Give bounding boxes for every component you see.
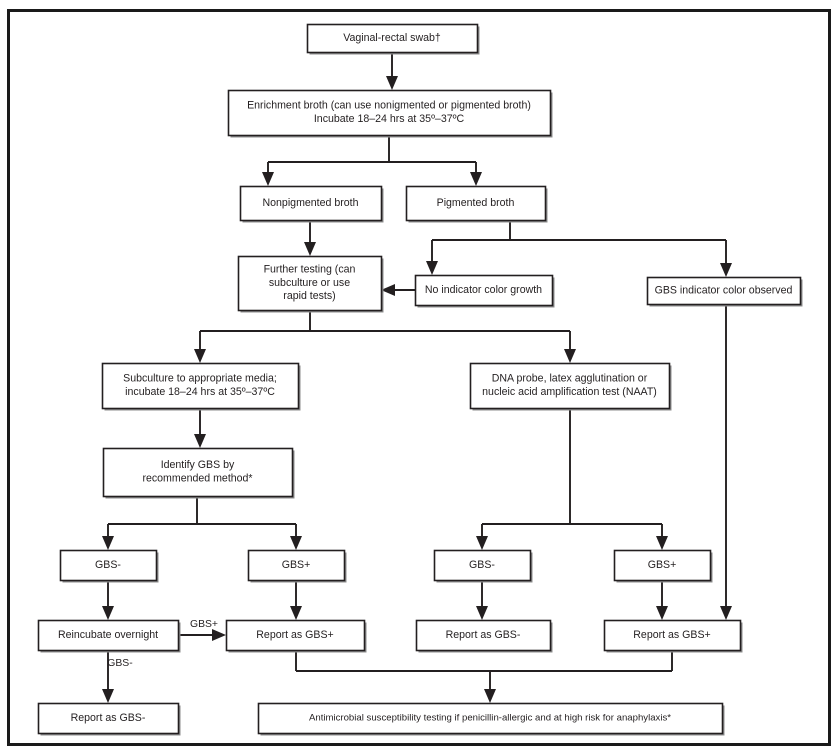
node-label: GBS indicator color observed [655,284,793,296]
node-label: Antimicrobial susceptibility testing if … [309,713,671,724]
node-box [37,619,180,652]
edge-gbspos1-to-reportpos1 [290,580,302,620]
node-label: Reincubate overnight [58,629,158,641]
node-label: subculture or use [269,277,350,289]
node-box [225,619,366,652]
edges-layer [102,52,732,703]
edge-identify-split [102,496,302,550]
node-nonpig: Nonpigmented broth [239,185,384,223]
node-box [405,185,547,222]
node-swab: Vaginal-rectal swab† [306,23,480,55]
node-subculture: Subculture to appropriate media;incubate… [101,362,301,411]
edge-gbsindicator-to-reportpos2 [720,304,732,620]
node-box [613,549,712,582]
node-box [646,276,802,306]
node-label: Report as GBS+ [633,629,710,641]
node-label: GBS+ [282,559,311,571]
edge-gbspos2-to-reportpos2 [656,580,668,620]
node-label: No indicator color growth [425,284,542,296]
node-pig: Pigmented broth [405,185,548,223]
edge-swab-to-enrichment [386,52,398,90]
node-label: Report as GBS+ [256,629,333,641]
node-label: GBS- [469,559,495,571]
node-label: Identify GBS by [161,459,235,471]
node-label: Nonpigmented broth [263,197,359,209]
node-label: incubate 18–24 hrs at 35º–37ºC [125,386,275,398]
node-label: Further testing (can [264,264,356,276]
node-box [306,23,479,54]
node-dnaprobe: DNA probe, latex agglutination ornucleic… [469,362,672,411]
node-box [247,549,346,582]
node-noindicator: No indicator color growth [414,274,555,308]
node-label: Enrichment broth (can use nonigmented or… [247,100,531,112]
edge-dnaprobe-split [476,408,668,550]
node-box [603,619,742,652]
node-antimicrobial: Antimicrobial susceptibility testing if … [257,702,725,736]
edge-reincubate-to-reportneg1 [102,650,114,703]
figure-border [7,9,831,746]
node-box [257,702,724,735]
node-gbsindicator: GBS indicator color observed [646,276,803,307]
node-label: GBS+ [648,559,677,571]
edge-reincubate-to-reportpos1 [178,629,226,641]
edge-gbsneg1-to-reincubate [102,580,114,620]
node-label: Report as GBS- [71,712,146,724]
node-box [414,274,554,307]
node-label: nucleic acid amplification test (NAAT) [482,386,657,398]
node-reportneg2: Report as GBS- [415,619,553,653]
node-label: DNA probe, latex agglutination or [492,373,648,385]
edge-pigmented-split [426,220,732,277]
node-box [237,255,383,312]
node-reportpos1: Report as GBS+ [225,619,367,653]
node-label: Vaginal-rectal swab† [343,32,441,44]
node-label: Report as GBS- [446,629,521,641]
edge-labels-layer: GBS+ GBS- [107,619,218,669]
node-label: recommended method* [142,472,252,484]
node-gbsneg1: GBS- [59,549,159,583]
node-reincubate: Reincubate overnight [37,619,181,653]
edge-label-reincubate-positive: GBS+ [190,619,218,630]
node-label: Incubate 18–24 hrs at 35º–37ºC [314,113,465,125]
node-label: rapid tests) [283,290,335,302]
node-box [469,362,671,410]
node-box [102,447,294,498]
node-enrichment: Enrichment broth (can use nonigmented or… [227,89,553,138]
edge-gbsneg2-to-reportneg2 [476,580,488,620]
nodes-layer: Vaginal-rectal swab† Enrichment broth (ca… [37,23,803,736]
node-box [433,549,532,582]
edge-reports-to-antimicrobial [295,650,673,703]
node-label: GBS- [95,559,121,571]
node-box [415,619,552,652]
node-box [101,362,300,410]
node-gbspos1: GBS+ [247,549,347,583]
node-gbsneg2: GBS- [433,549,533,583]
edge-noindicator-to-further [381,284,415,296]
edge-enrichment-split [262,135,482,186]
edge-further-split [194,310,576,363]
node-box [37,702,180,735]
node-label: Subculture to appropriate media; [123,373,277,385]
node-box [227,89,552,137]
edge-subculture-to-identify [194,408,206,448]
edge-label-reincubate-negative: GBS- [107,658,132,669]
node-box [59,549,158,582]
node-label: Pigmented broth [437,197,515,209]
node-gbspos2: GBS+ [613,549,713,583]
edge-nonpigmented-to-further [304,220,316,256]
node-reportpos2: Report as GBS+ [603,619,743,653]
node-reportneg1: Report as GBS- [37,702,181,736]
node-box [239,185,383,222]
